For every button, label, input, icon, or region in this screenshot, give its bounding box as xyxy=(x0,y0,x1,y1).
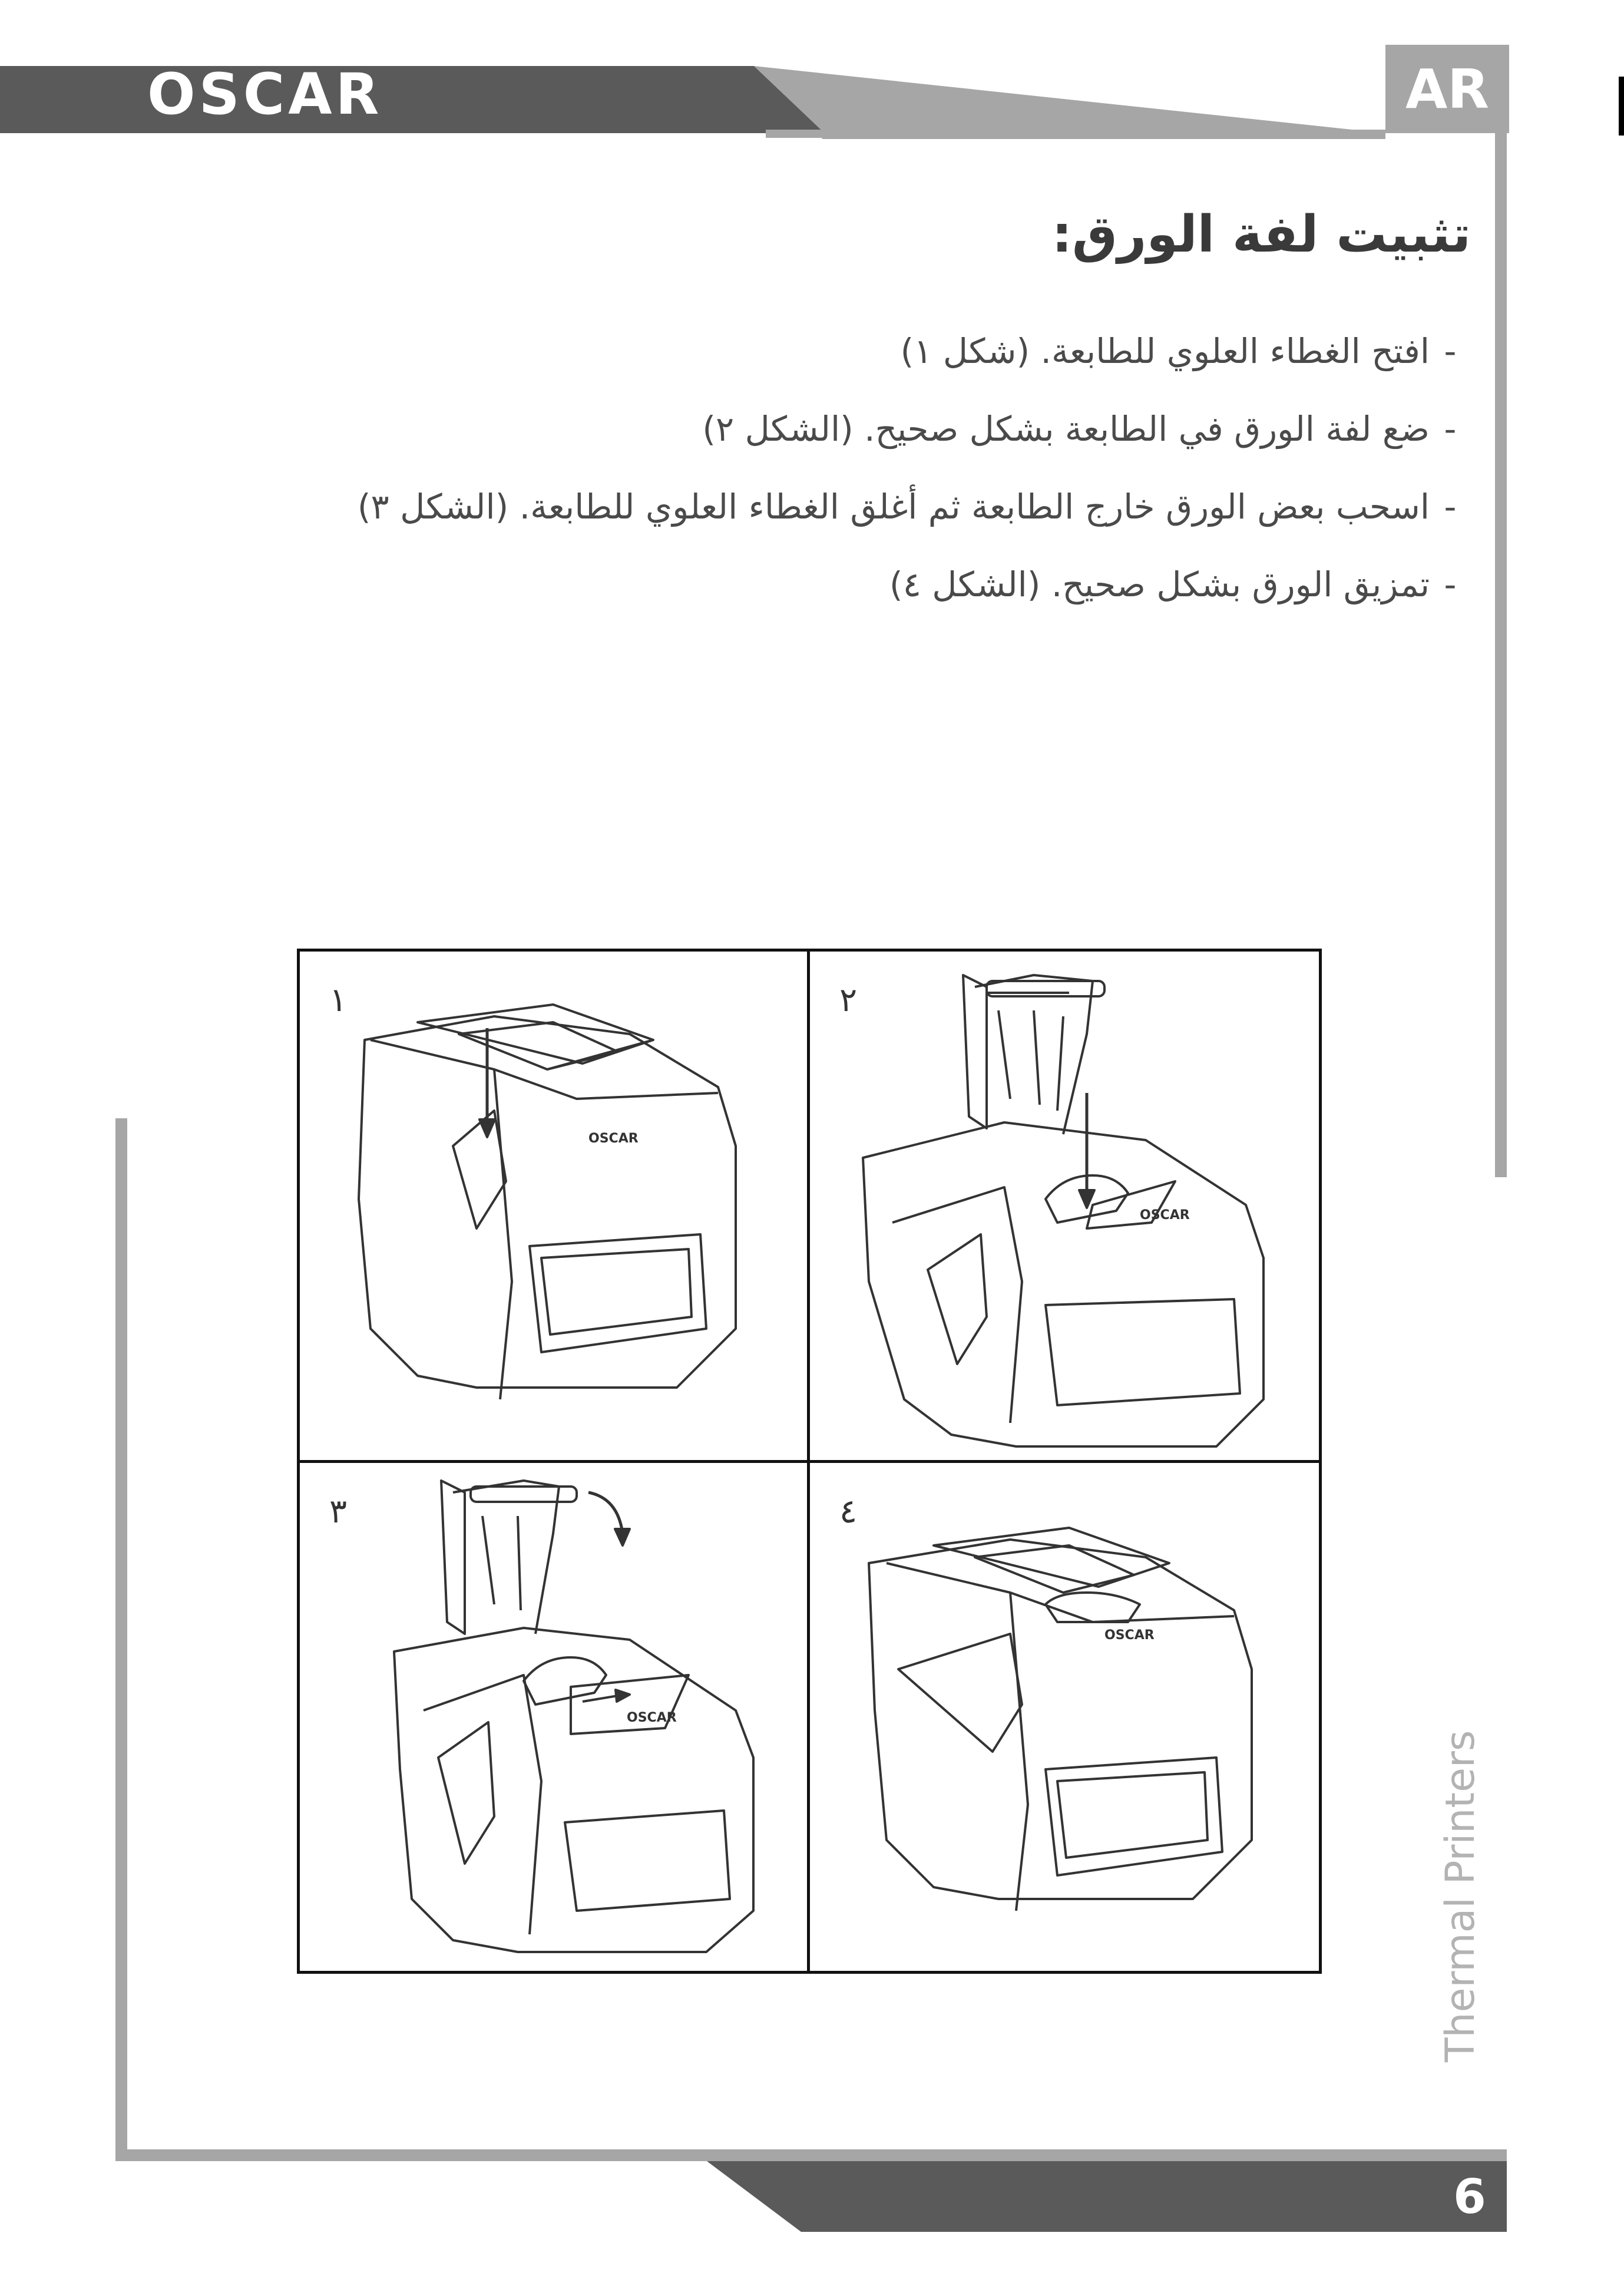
step-text: اسحب بعض الورق خارج الطابعة ثم أغلق الغط… xyxy=(358,487,1430,527)
printer-illustration-3 xyxy=(300,1463,806,1970)
step-item: -افتح الغطاء العلوي للطابعة. (شكل ١) xyxy=(358,312,1471,390)
figure-number: ٤ xyxy=(839,1492,857,1531)
figure-number: ٣ xyxy=(329,1492,347,1531)
step-marker: - xyxy=(1430,312,1471,390)
section-title: تثبيت لفة الورق: xyxy=(1052,205,1471,264)
printer-label: OSCAR xyxy=(1104,1628,1155,1643)
printer-label: OSCAR xyxy=(588,1131,639,1146)
footer-band xyxy=(0,2156,1624,2239)
figure-1: ١ OSCAR xyxy=(300,952,806,1458)
printer-illustration-1 xyxy=(300,952,806,1458)
brand-logo: OSCAR xyxy=(147,66,382,123)
frame-right-line xyxy=(1495,133,1507,1177)
figure-2: ٢ OSCAR xyxy=(810,952,1317,1458)
side-category-text: Thermal Printers xyxy=(1437,1730,1484,2062)
figure-number: ١ xyxy=(329,981,347,1019)
step-text: افتح الغطاء العلوي للطابعة. (شكل ١) xyxy=(901,331,1430,371)
edge-mark xyxy=(1619,77,1624,136)
step-marker: - xyxy=(1430,546,1471,623)
frame-left-line xyxy=(115,1118,127,2161)
page-number: 6 xyxy=(1437,2161,1502,2232)
language-tab: AR xyxy=(1385,45,1509,133)
steps-list: -افتح الغطاء العلوي للطابعة. (شكل ١) -ضع… xyxy=(358,312,1471,623)
step-marker: - xyxy=(1430,390,1471,468)
step-item: -تمزيق الورق بشكل صحيح. (الشكل ٤) xyxy=(358,546,1471,623)
printer-illustration-2 xyxy=(810,952,1317,1458)
figure-4: ٤ OSCAR xyxy=(810,1463,1317,1970)
step-item: -ضع لفة الورق في الطابعة بشكل صحيح. (الش… xyxy=(358,390,1471,468)
step-text: ضع لفة الورق في الطابعة بشكل صحيح. (الشك… xyxy=(702,409,1430,449)
step-marker: - xyxy=(1430,468,1471,546)
step-item: -اسحب بعض الورق خارج الطابعة ثم أغلق الغ… xyxy=(358,468,1471,546)
printer-label: OSCAR xyxy=(1140,1208,1190,1223)
figure-3: ٣ OSCAR xyxy=(300,1463,806,1970)
printer-illustration-4 xyxy=(810,1463,1317,1970)
printer-label: OSCAR xyxy=(627,1710,677,1725)
step-text: تمزيق الورق بشكل صحيح. (الشكل ٤) xyxy=(889,564,1430,605)
figure-number: ٢ xyxy=(839,981,857,1019)
